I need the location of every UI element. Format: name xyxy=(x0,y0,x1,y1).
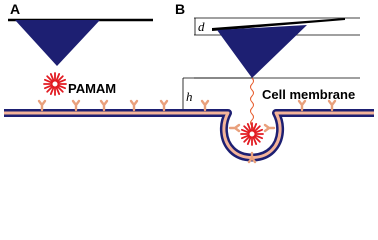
cell-membrane-label: Cell membrane xyxy=(262,87,355,102)
panel-label-b: B xyxy=(175,1,185,17)
pamam-afm-diagram: A B PAMAM d h Cell membrane xyxy=(4,1,374,164)
afm-tip-b xyxy=(217,25,307,78)
cantilever-b xyxy=(212,18,345,31)
distance-h-label: h xyxy=(186,89,193,104)
pamam-dendrimer-a xyxy=(43,72,67,96)
distance-h-marker xyxy=(182,77,252,110)
linker-tether xyxy=(250,77,254,132)
cell-membrane xyxy=(4,109,374,162)
afm-tip-a xyxy=(15,20,100,66)
distance-d-label: d xyxy=(198,19,205,34)
pamam-label: PAMAM xyxy=(68,81,116,96)
panel-label-a: A xyxy=(10,1,20,17)
pamam-dendrimer-b xyxy=(240,122,264,146)
